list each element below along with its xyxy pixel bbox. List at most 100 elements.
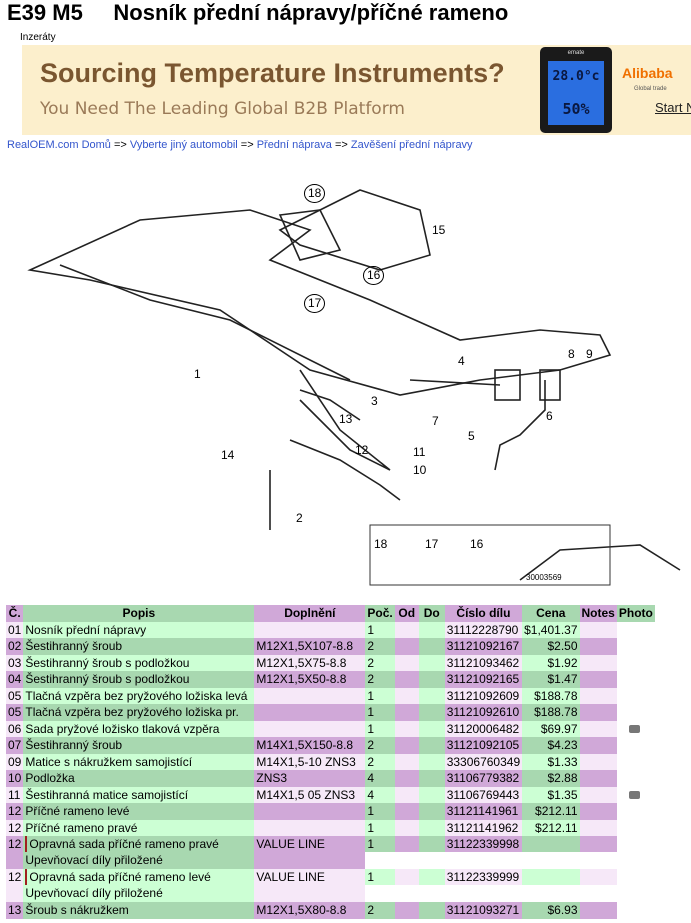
description-line: Opravná sada příčné rameno pravé (25, 836, 252, 852)
part-number[interactable]: 31121092165 (444, 671, 523, 688)
part-number[interactable]: 33306760349 (444, 753, 523, 770)
ads-label: Inzeráty (20, 32, 56, 43)
callout-12[interactable]: 12 (355, 443, 369, 457)
part-number[interactable]: 31121092167 (444, 638, 523, 655)
breadcrumb-suspension[interactable]: Zavěšení přední nápravy (350, 139, 473, 151)
row-photo (616, 786, 655, 803)
alibaba-logo: Alibaba (622, 65, 673, 81)
row-to (418, 638, 445, 655)
part-number[interactable]: 31106769443 (444, 786, 523, 803)
row-to (418, 753, 445, 770)
row-to (418, 770, 445, 787)
callout-16[interactable]: 16 (363, 266, 385, 285)
row-price: $1.47 (522, 671, 580, 688)
callout-1[interactable]: 1 (194, 367, 201, 381)
breadcrumb-sep: => (237, 139, 257, 151)
callout-2[interactable]: 2 (296, 511, 303, 525)
row-notes (579, 654, 617, 671)
row-qty: 2 (365, 638, 395, 655)
page-title: E39 M5 Nosník přední nápravy/příčné rame… (7, 0, 509, 25)
part-number[interactable]: 31121092609 (444, 687, 523, 704)
row-to (418, 902, 445, 919)
row-qty: 1 (365, 621, 395, 638)
callout-18[interactable]: 18 (304, 184, 326, 203)
row-description: Šestihranný šroub s podložkou (23, 671, 255, 688)
part-number[interactable]: 31120006482 (444, 720, 523, 737)
callout-10[interactable]: 10 (413, 463, 427, 477)
callout-14[interactable]: 14 (221, 448, 235, 462)
row-price: $188.78 (522, 704, 580, 721)
callout-15[interactable]: 15 (432, 223, 446, 237)
part-number[interactable]: 31121141961 (444, 803, 523, 820)
inset-label-18: 18 (374, 537, 388, 551)
row-photo (616, 638, 655, 655)
part-number[interactable]: 31106779382 (444, 770, 523, 787)
part-number[interactable]: 31121141962 (444, 819, 523, 836)
callout-7[interactable]: 7 (432, 414, 439, 428)
callout-9[interactable]: 9 (586, 347, 593, 361)
row-qty: 2 (365, 737, 395, 754)
callout-11[interactable]: 11 (413, 445, 426, 459)
callout-3[interactable]: 3 (371, 394, 378, 408)
start-now-link[interactable]: Start Now (655, 100, 691, 115)
row-supplement (254, 687, 366, 704)
description-note: Upevňovací díly přiložené (25, 853, 163, 867)
axle-drawing (27, 189, 681, 581)
callout-4[interactable]: 4 (458, 354, 465, 368)
row-description: Tlačná vzpěra bez pryžového ložiska levá (23, 687, 255, 704)
callout-8[interactable]: 8 (568, 347, 575, 361)
row-supplement: M14X1,5X150-8.8 (254, 737, 366, 754)
row-qty: 1 (365, 869, 395, 902)
row-from (394, 753, 419, 770)
callout-17[interactable]: 17 (304, 294, 326, 313)
camera-icon[interactable] (628, 724, 640, 733)
breadcrumb-vehicle[interactable]: Vyberte jiný automobil (129, 139, 238, 151)
part-number[interactable]: 31121093271 (444, 902, 523, 919)
ad-banner[interactable]: Sourcing Temperature Instruments? You Ne… (22, 45, 691, 135)
row-to (418, 836, 445, 869)
callout-6[interactable]: 6 (546, 409, 553, 423)
row-from (394, 687, 419, 704)
col-from: Od (394, 605, 419, 622)
part-number[interactable]: 31121093462 (444, 654, 523, 671)
inset-label-16: 16 (470, 537, 484, 551)
row-qty: 1 (365, 720, 395, 737)
part-number[interactable]: 31112228790 (444, 621, 523, 638)
row-description: Příčné rameno pravé (23, 819, 255, 836)
breadcrumb-front-axle[interactable]: Přední náprava (256, 139, 332, 151)
part-number[interactable]: 31121092610 (444, 704, 523, 721)
callout-13[interactable]: 13 (339, 412, 353, 426)
camera-icon[interactable] (628, 790, 640, 799)
row-supplement: M12X1,5X107-8.8 (254, 638, 366, 655)
part-number[interactable]: 31122339999 (444, 869, 523, 902)
row-supplement: M12X1,5X75-8.8 (254, 654, 366, 671)
row-supplement (254, 720, 366, 737)
row-from (394, 704, 419, 721)
breadcrumb-home[interactable]: RealOEM.com Domů (7, 139, 111, 151)
part-number[interactable]: 31121092105 (444, 737, 523, 754)
breadcrumb-sep: => (331, 139, 351, 151)
ad-headline: Sourcing Temperature Instruments? (40, 58, 505, 88)
part-number[interactable]: 31122339998 (444, 836, 523, 869)
callout-5[interactable]: 5 (468, 429, 475, 443)
row-price (522, 836, 580, 869)
row-number: 01 (6, 621, 24, 638)
parts-diagram[interactable] (0, 170, 691, 590)
